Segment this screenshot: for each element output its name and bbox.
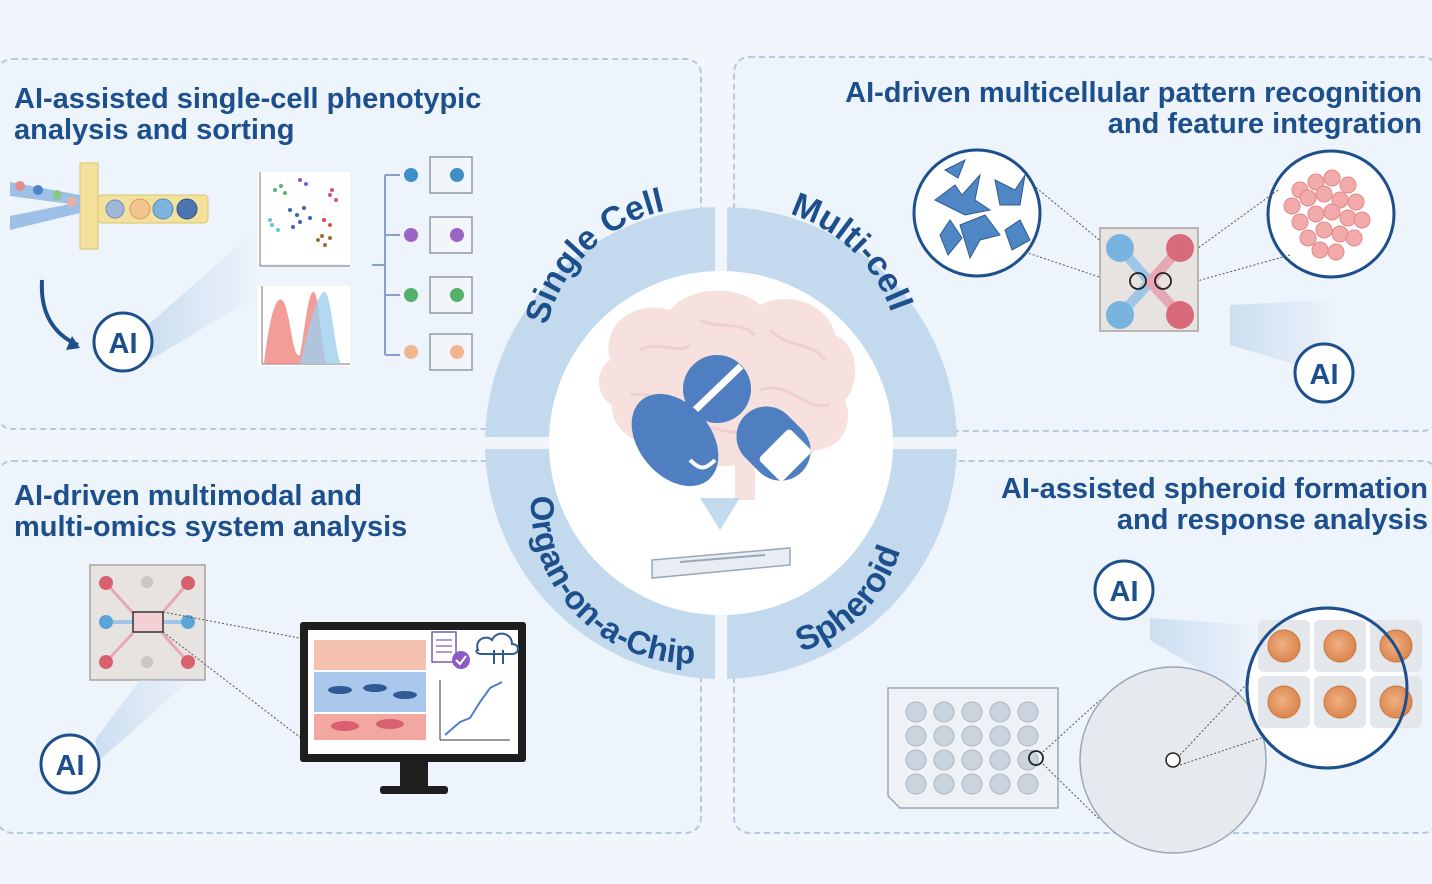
two-chamber-chip <box>1099 227 1199 332</box>
title-single-cell: AI-assisted single-cell phenotypic analy… <box>14 84 481 146</box>
ai-badge-tl: AI <box>92 311 154 373</box>
beam-bl <box>95 680 190 760</box>
beam-to-chip <box>700 498 740 530</box>
ai-label-br: AI <box>1110 576 1139 608</box>
cell-cluster-zoom-circle <box>1266 149 1396 279</box>
pill-capsule-icons <box>631 355 811 579</box>
spheroid-zoom-circle <box>1245 606 1422 770</box>
well-plate-icon <box>887 687 1059 809</box>
cloud-sync-icon <box>475 632 519 664</box>
title-single-cell-line1: AI-assisted single-cell phenotypic <box>14 83 482 115</box>
organ-chip-device <box>89 564 206 681</box>
title-multicellular-line1: AI-driven multicellular pattern recognit… <box>845 77 1422 109</box>
flow-histogram <box>258 286 350 366</box>
fibroblast-zoom-circle <box>912 148 1042 278</box>
zoom-lines-bl <box>162 611 311 746</box>
title-single-cell-line2: analysis and sorting <box>14 114 295 146</box>
title-multi-omics-line1: AI-driven multimodal and <box>14 480 363 512</box>
title-multi-omics: AI-driven multimodal and multi-omics sys… <box>14 481 407 543</box>
title-multicellular: AI-driven multicellular pattern recognit… <box>845 78 1422 140</box>
ai-badge-br: AI <box>1093 559 1155 621</box>
ai-badge-bl: AI <box>39 733 101 795</box>
title-spheroid: AI-assisted spheroid formation and respo… <box>1001 474 1428 536</box>
well-zoom-circle <box>1079 666 1267 854</box>
tsne-scatter-plot <box>258 172 350 267</box>
capsule-icon <box>736 406 811 481</box>
title-spheroid-line1: AI-assisted spheroid formation <box>1000 473 1428 505</box>
computer-monitor-icon <box>300 622 526 794</box>
oval-pill-icon <box>631 393 719 487</box>
ai-label-tl: AI <box>109 328 138 360</box>
tissue-layers-illustration <box>314 640 426 740</box>
sorted-tubes <box>404 156 473 371</box>
ai-label-bl: AI <box>56 750 85 782</box>
beam-tl <box>148 235 250 360</box>
spreadsheet-check-icon <box>431 631 470 669</box>
microfluidic-sorter <box>10 162 209 350</box>
ai-label-tr: AI <box>1310 359 1339 391</box>
title-multicellular-line2: and feature integration <box>1107 108 1422 140</box>
ai-badge-tr: AI <box>1293 342 1355 404</box>
sorting-branches <box>372 174 400 356</box>
beam-br <box>1150 618 1250 700</box>
growth-chart-thumbnail <box>439 680 510 741</box>
title-multi-omics-line2: multi-omics system analysis <box>14 511 408 543</box>
title-spheroid-line2: and response analysis <box>1116 504 1428 536</box>
